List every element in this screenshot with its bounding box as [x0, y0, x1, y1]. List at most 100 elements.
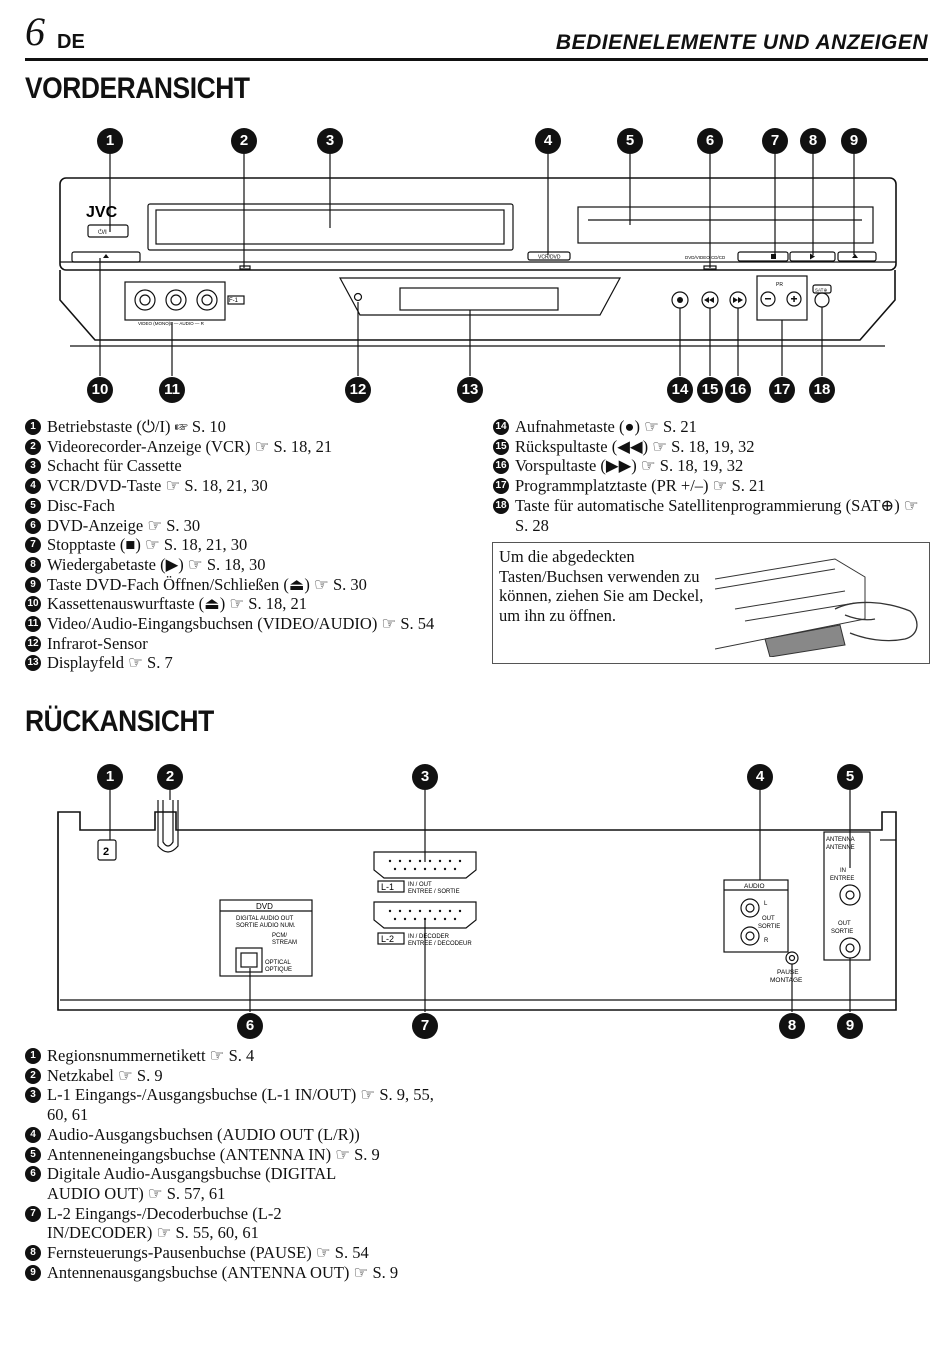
front-callout-18: 18	[809, 377, 835, 403]
rear-audio-l: L	[764, 901, 768, 907]
rear-view-diagram: 2 L-1 IN / OUT ENTREE / SORTIE L-2 IN / …	[57, 790, 897, 1012]
rear-callout-6: 6	[237, 1013, 263, 1039]
front-callout-16: 16	[725, 377, 751, 403]
rear-l2-desc2: ENTREE / DECODEUR	[408, 941, 472, 947]
rear-audio-r: R	[764, 938, 769, 944]
rear-callout-3: 3	[412, 764, 438, 790]
rear-entree-label: ENTREE	[830, 876, 854, 882]
rear-callout-5: 5	[837, 764, 863, 790]
front-callout-8: 8	[800, 128, 826, 154]
front-pr-label: PR	[776, 282, 783, 288]
front-callout-1: 1	[97, 128, 123, 154]
rear-opt1: OPTICAL	[265, 960, 291, 966]
rear-montage-label: MONTAGE	[770, 977, 803, 984]
front-callout-12: 12	[345, 377, 371, 403]
front-vcrdvd-label: VCR/DVD	[538, 255, 561, 261]
rear-audio-out: OUT	[762, 916, 775, 922]
cover-note-box: Um die abgedeckten Tasten/Buchsen verwen…	[492, 542, 930, 664]
rear-callout-2: 2	[157, 764, 183, 790]
rear-audio-sortie: SORTIE	[758, 924, 780, 930]
page-language: DE	[57, 31, 85, 53]
rear-l1-desc: IN / OUT	[408, 882, 432, 888]
rear-l2-desc: IN / DECODER	[408, 934, 450, 940]
rear-antenna-label: ANTENNA	[826, 837, 855, 843]
front-callout-7: 7	[762, 128, 788, 154]
page-number: 6	[25, 9, 45, 54]
front-dvd-label: DVD/VIDEO CD/CD	[685, 255, 726, 260]
header-rule	[25, 58, 928, 61]
front-callout-11: 11	[159, 377, 185, 403]
front-callout-3: 3	[317, 128, 343, 154]
front-jacks-label: VIDEO (MONO)L — AUDIO — R	[138, 321, 205, 326]
front-callout-17: 17	[769, 377, 795, 403]
front-brand-logo: JVC	[86, 204, 118, 221]
rear-pcm1: PCM/	[272, 933, 287, 939]
rear-pause-label: PAUSE	[777, 969, 799, 976]
front-callout-15: 15	[697, 377, 723, 403]
front-callout-9: 9	[841, 128, 867, 154]
header-title: BEDIENELEMENTE UND ANZEIGEN	[555, 31, 928, 54]
front-power-label: ⏻/I	[98, 229, 107, 236]
rear-in-label: IN	[840, 868, 846, 874]
rear-dvd-label: DVD	[256, 902, 273, 911]
rear-audio-label: AUDIO	[744, 883, 765, 890]
front-callout-14: 14	[667, 377, 693, 403]
rear-opt2: OPTIQUE	[265, 967, 292, 973]
rear-antenne-label: ANTENNE	[826, 845, 855, 851]
rear-section-title: RÜCKANSICHT	[25, 705, 214, 738]
rear-sortie-label: SORTIE	[831, 929, 853, 935]
rear-l1-label: L-1	[381, 882, 394, 892]
rear-callout-7: 7	[412, 1013, 438, 1039]
front-callout-5: 5	[617, 128, 643, 154]
rear-region-label: 2	[103, 846, 109, 858]
rear-dao1: DIGITAL AUDIO OUT	[236, 916, 294, 922]
front-callout-4: 4	[535, 128, 561, 154]
front-callout-10: 10	[87, 377, 113, 403]
rear-pcm2: STREAM	[272, 940, 297, 946]
rear-callout-8: 8	[779, 1013, 805, 1039]
front-f1-label: F-1	[229, 298, 239, 304]
front-callout-2: 2	[231, 128, 257, 154]
front-view-diagram: JVC ⏻/I VCR/DVD DVD/VIDEO CD/CD F-1 VIDE…	[59, 154, 897, 376]
cover-note-text: Um die abgedeckten Tasten/Buchsen verwen…	[499, 547, 704, 625]
rear-callout-1: 1	[97, 764, 123, 790]
rear-out-label: OUT	[838, 921, 851, 927]
rear-l1-desc2: ENTREE / SORTIE	[408, 889, 460, 895]
front-sat-label: SAT⊕	[815, 288, 827, 293]
front-section-title: VORDERANSICHT	[25, 72, 250, 105]
rear-l2-label: L-2	[381, 934, 394, 944]
cover-illustration	[715, 549, 925, 657]
rear-callout-4: 4	[747, 764, 773, 790]
front-callout-13: 13	[457, 377, 483, 403]
front-callout-6: 6	[697, 128, 723, 154]
rear-dao2: SORTIE AUDIO NUM.	[236, 923, 296, 929]
